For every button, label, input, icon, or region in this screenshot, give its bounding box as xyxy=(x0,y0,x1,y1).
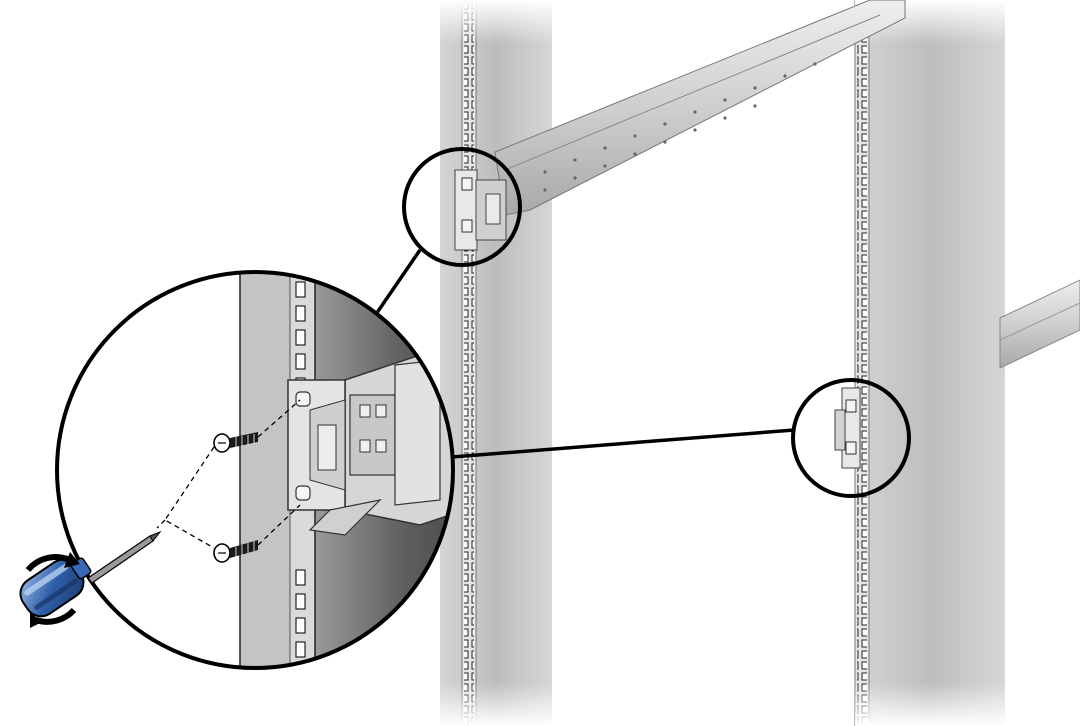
upper-slide-rail xyxy=(494,0,906,216)
upper-detail-circle xyxy=(402,147,522,267)
magnified-detail xyxy=(55,270,455,670)
connector-line-upper xyxy=(370,249,422,321)
connector-line-lower xyxy=(451,428,795,459)
right-slide-rail xyxy=(999,279,1080,369)
magnified-detail-circle xyxy=(55,270,455,670)
lower-detail-circle xyxy=(791,378,911,498)
rail-mounting-bracket xyxy=(287,354,453,536)
screw-icon xyxy=(213,540,258,563)
left-rack-post xyxy=(440,0,552,726)
lower-detail-callout-content xyxy=(834,387,861,469)
upper-detail-callout-content xyxy=(454,169,507,251)
screw-icon xyxy=(213,432,258,453)
rotation-arrow-icon xyxy=(25,552,80,628)
right-rack-post xyxy=(854,0,1005,726)
alignment-guides xyxy=(156,399,301,549)
